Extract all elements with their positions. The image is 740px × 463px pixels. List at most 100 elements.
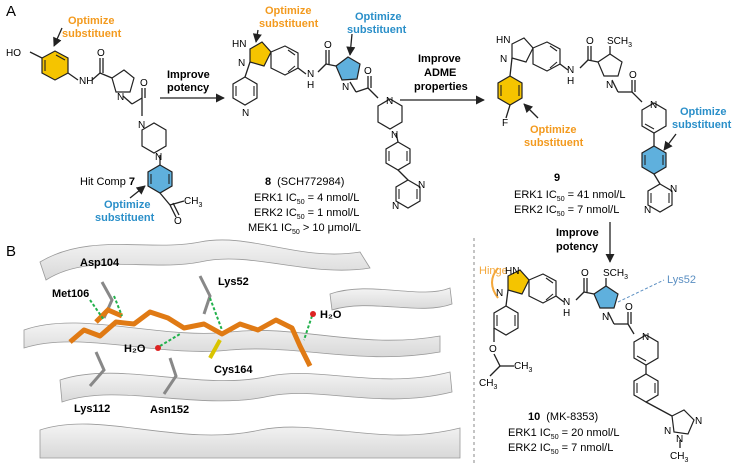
compound9-opt-orange-1: Optimize (530, 124, 576, 136)
compound7-n: N (117, 92, 124, 103)
compound10-sch3: SCH3 (603, 268, 628, 281)
protein-ligand-render (22, 236, 462, 459)
compound8-n-ring: N (238, 58, 245, 69)
res-lys112: Lys112 (74, 403, 110, 415)
compound9-opt-blue-1: Optimize (680, 106, 726, 118)
compound9-opt-orange-2: substituent (524, 137, 584, 149)
compound8-blue-arrow (346, 33, 356, 56)
compound7-top-opt-1: Optimize (68, 15, 114, 27)
compound9-erk1: ERK1 IC50 = 41 nmol/L (514, 189, 625, 203)
compound8-opt-blue-1: Optimize (355, 11, 401, 23)
water-label-2: H₂O (320, 309, 342, 321)
compound9-sch3: SCH3 (607, 36, 632, 49)
arrow2-line3: properties (414, 81, 468, 93)
compound10-caption: 10(MK-8353) (528, 411, 598, 423)
arrow1-line1: Improve (167, 69, 210, 81)
compound8-opt-blue-2: substituent (347, 24, 407, 36)
compound8-o2: O (364, 66, 372, 77)
compound10-erk1: ERK1 IC50 = 20 nmol/L (508, 427, 619, 441)
compound7-o3: O (174, 216, 182, 227)
compound10-erk2: ERK2 IC50 = 7 nmol/L (508, 442, 613, 456)
compound7-ho: HO (6, 48, 21, 59)
compound10-n-pyrr: N (602, 312, 609, 323)
res-asn152: Asn152 (150, 404, 189, 416)
res-lys52: Lys52 (218, 276, 249, 288)
compound10-o1: O (581, 268, 589, 279)
compound8-n-pym2: N (418, 180, 425, 191)
compound7-bottom-arrow (129, 185, 146, 199)
compound8-orange-arrow (252, 29, 262, 43)
compound7-nh: NH (79, 76, 93, 87)
panel-a-letter: A (6, 3, 16, 20)
compound10-n-ring: N (496, 288, 503, 299)
compound10-ch3-left: CH3 (479, 378, 497, 391)
compound9-n: N (500, 54, 507, 65)
compound8-n-pyr: N (242, 108, 249, 119)
compound8-h-amide: H (307, 80, 314, 91)
compound7-o1: O (97, 48, 105, 59)
compound9-n-pym1: N (644, 205, 651, 216)
water-label-1: H₂O (124, 343, 146, 355)
arrow3-line1: Improve (556, 227, 599, 239)
compound8-erk1: ERK1 IC50 = 4 nmol/L (254, 192, 359, 206)
compound8-opt-orange-2: substituent (259, 18, 319, 30)
compound8-caption: 8(SCH772984) (265, 176, 344, 188)
compound-8-structure (232, 41, 421, 209)
compound7-n-pip1: N (138, 120, 145, 131)
compound9-f: F (502, 118, 508, 129)
compound7-o2: O (140, 78, 148, 89)
compound8-n-pip1: N (386, 96, 393, 107)
compound8-mek1: MEK1 IC50 > 10 μmol/L (248, 222, 361, 236)
compound-10-structure (489, 267, 695, 448)
compound9-caption: 9 (554, 172, 560, 184)
compound10-n-thp: N (642, 332, 649, 343)
compound9-n-thp: N (650, 100, 657, 111)
compound10-lys52: Lys52 (667, 274, 696, 286)
compound8-n-amide: N (307, 69, 314, 80)
arrow2-line1: Improve (418, 53, 461, 65)
compound8-n-pyrr: N (342, 82, 349, 93)
compound9-erk2: ERK2 IC50 = 7 nmol/L (514, 204, 619, 218)
arrow3-line2: potency (556, 241, 599, 253)
compound9-blue-arrow (663, 133, 677, 151)
compound7-top-opt-2: substituent (62, 28, 122, 40)
compound9-h: H (567, 76, 574, 87)
compound10-ch3-n: CH3 (670, 451, 688, 463)
compound7-ch3: CH3 (184, 196, 202, 209)
compound8-hn: HN (232, 39, 246, 50)
compound10-o-ipr: O (489, 344, 497, 355)
compound-7-structure (29, 50, 185, 218)
compound9-nh: N (567, 65, 574, 76)
compound10-n-tri1: N (695, 416, 702, 427)
compound8-o1: O (324, 40, 332, 51)
compound7-bottom-opt-2: substituent (95, 212, 155, 224)
panel-b-letter: B (6, 243, 16, 260)
compound7-caption: Hit Comp 7 (80, 176, 135, 188)
compound8-erk2: ERK2 IC50 = 1 nmol/L (254, 207, 359, 221)
compound8-n-pip2: N (391, 130, 398, 141)
compound9-opt-blue-2: substituent (672, 119, 732, 131)
compound9-o1: O (586, 36, 594, 47)
arrow1-line2: potency (167, 82, 210, 94)
compound10-n-tri2: N (664, 426, 671, 437)
compound10-nh-n: N (563, 297, 570, 308)
compound9-hn: HN (496, 35, 510, 46)
compound8-opt-orange-1: Optimize (265, 5, 311, 17)
res-asp104: Asp104 (80, 257, 120, 269)
compound7-bottom-opt-1: Optimize (104, 199, 150, 211)
compound7-top-arrow (53, 27, 63, 47)
compound10-hn: HN (505, 266, 519, 277)
compound9-orange-arrow (523, 103, 539, 119)
arrow2-line2: ADME (424, 67, 456, 79)
compound9-o2: O (629, 70, 637, 81)
compound8-n-pym1: N (392, 201, 399, 212)
phenol-ring (41, 50, 69, 81)
compound9-n-pym2: N (670, 184, 677, 195)
compound10-hinge: Hinge (479, 265, 508, 277)
compound-9-structure (497, 37, 673, 213)
res-cys164: Cys164 (214, 364, 253, 376)
compound10-n-tri3: N (676, 434, 683, 445)
compound10-o2: O (625, 302, 633, 313)
compound10-ch3-right: CH3 (514, 361, 532, 374)
